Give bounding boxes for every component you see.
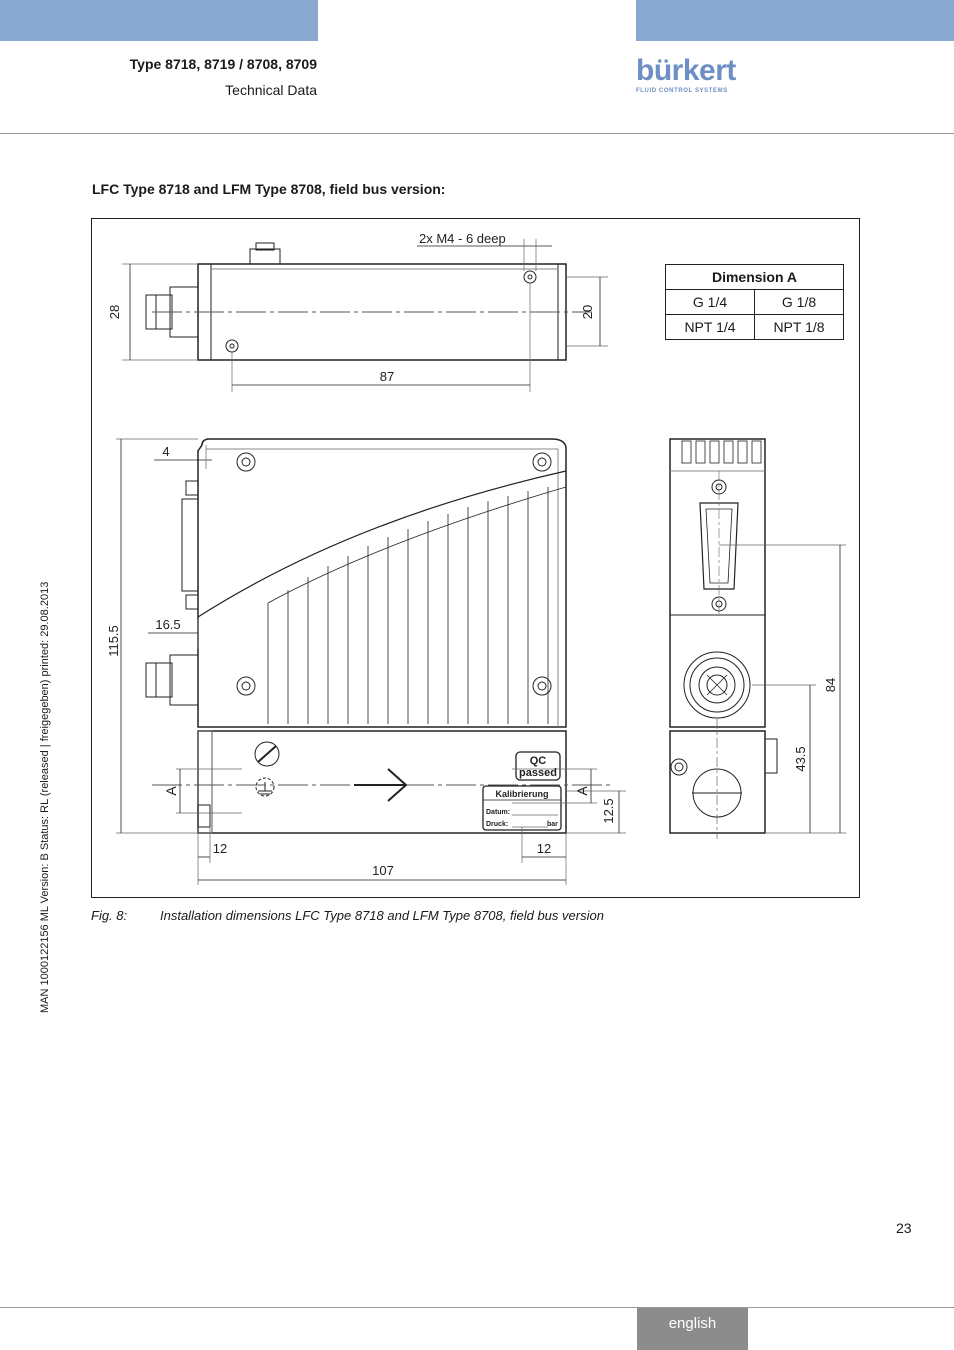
page-number: 23 <box>896 1220 912 1236</box>
document-status-vertical: MAN 1000122156 ML Version: B Status: RL … <box>39 581 51 1013</box>
dim-28-label: 28 <box>107 305 122 319</box>
dimension-cell: G 1/4 <box>665 289 755 315</box>
top-view <box>122 239 608 392</box>
dim-43-5-label: 43.5 <box>793 746 808 771</box>
housing-screws <box>236 452 552 696</box>
dim-115-5-label: 115.5 <box>106 625 121 657</box>
side-view <box>669 438 846 839</box>
dim-a-right-label: A <box>574 786 590 796</box>
dim-16-5-label: 16.5 <box>155 617 180 632</box>
dim-107-label: 107 <box>372 863 394 878</box>
logo-word: bürkert <box>636 54 736 87</box>
figure-caption: Fig. 8: Installation dimensions LFC Type … <box>91 908 604 923</box>
dim-20-label: 20 <box>580 305 595 319</box>
document-section: Technical Data <box>225 82 317 98</box>
calibration-bar-unit: bar <box>547 821 558 828</box>
dim-12-left-label: 12 <box>213 841 227 856</box>
header-divider <box>0 133 954 134</box>
buerkert-logo: bürkert FLUID CONTROL SYSTEMS <box>636 54 736 95</box>
dim-12-5-label: 12.5 <box>601 798 616 823</box>
calibration-date-label: Datum: <box>486 809 510 816</box>
dimension-a-header: Dimension A <box>665 264 844 290</box>
document-type: Type 8718, 8719 / 8708, 8709 <box>129 56 317 72</box>
dim-84-label: 84 <box>823 678 838 692</box>
qc-label-line2: passed <box>519 767 557 779</box>
figure-caption-text: Installation dimensions LFC Type 8718 an… <box>160 908 604 923</box>
footer-divider <box>0 1307 954 1308</box>
section-title: LFC Type 8718 and LFM Type 8708, field b… <box>92 181 446 197</box>
front-view <box>116 438 626 885</box>
cooling-ribs <box>267 487 549 724</box>
dimension-a-table: Dimension A G 1/4 G 1/8 NPT 1/4 NPT 1/8 <box>665 264 844 340</box>
dim-a-left-label: A <box>163 786 179 796</box>
header-bar-left <box>0 0 318 41</box>
figure-number: Fig. 8: <box>91 908 128 923</box>
dim-4-label: 4 <box>162 444 169 459</box>
calibration-title: Kalibrierung <box>495 789 548 799</box>
logo-subtitle: FLUID CONTROL SYSTEMS <box>636 88 728 94</box>
dim-12-right-label: 12 <box>537 841 551 856</box>
installation-drawing: 2x M4 - 6 deep 28 20 87 4 16.5 115.5 A A… <box>91 218 860 898</box>
calibration-pressure-label: Druck: <box>486 821 508 828</box>
dimension-cell: G 1/8 <box>754 289 844 315</box>
header-bar-right <box>636 0 954 41</box>
dim-87-label: 87 <box>380 369 394 384</box>
dimension-cell: NPT 1/8 <box>754 314 844 340</box>
qc-label-line1: QC <box>530 755 547 767</box>
language-tab: english <box>637 1308 748 1350</box>
dimension-cell: NPT 1/4 <box>665 314 755 340</box>
dim-holes-label: 2x M4 - 6 deep <box>419 231 506 246</box>
